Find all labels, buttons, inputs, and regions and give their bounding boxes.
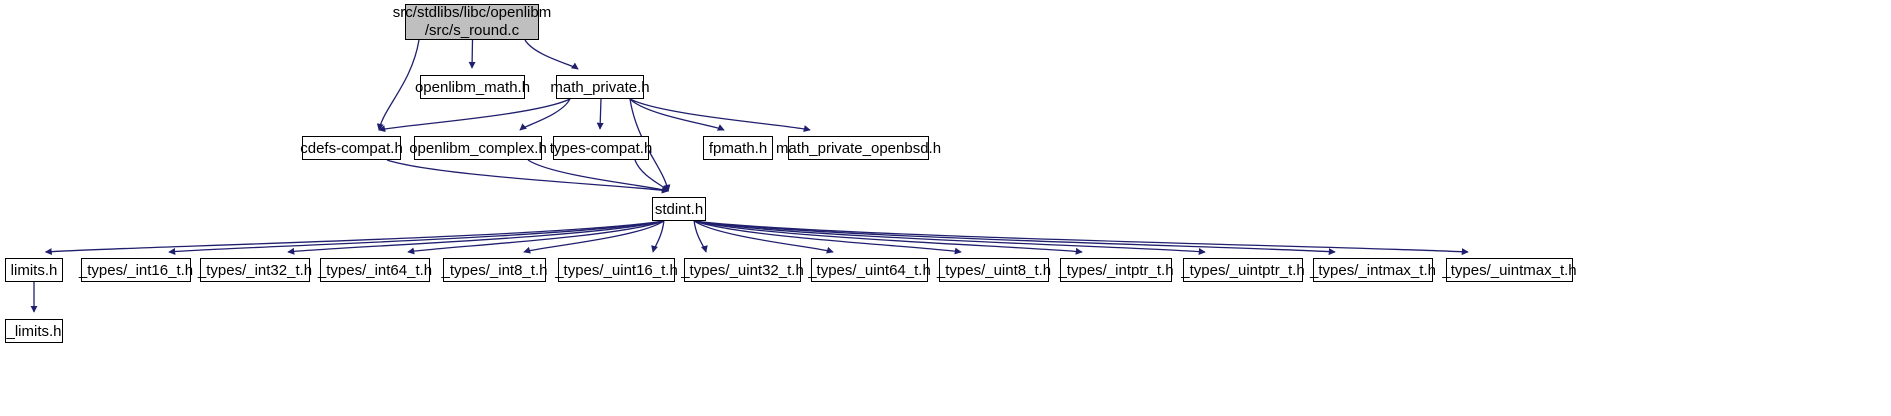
graph-edge-root-to-openlibm_math (468, 39, 476, 69)
graph-node-intmax[interactable]: _types/_intmax_t.h (1310, 258, 1436, 282)
graph-node-label: _types/_uintmax_t.h (1442, 261, 1577, 279)
graph-edge-math_private-to-openlibm_complex (519, 98, 571, 131)
graph-node-label: _types/_uintptr_t.h (1181, 261, 1305, 279)
graph-node-types_compat[interactable]: types-compat.h (550, 136, 652, 160)
graph-node-int8[interactable]: _types/_int8_t.h (441, 258, 548, 282)
graph-node-uint8[interactable]: _types/_uint8_t.h (936, 258, 1052, 282)
graph-edge-math_private-to-fpmath (629, 98, 725, 131)
graph-node-label: math_private.h (550, 78, 650, 96)
graph-edge-openlibm_complex-to-stdint (527, 159, 669, 193)
graph-edge-cdefs_compat-to-stdint (386, 159, 669, 194)
graph-node-label: _types/_uint32_t.h (681, 261, 804, 279)
graph-node-label: _types/_int32_t.h (197, 261, 313, 279)
graph-edge-root-to-cdefs_compat (376, 39, 420, 131)
graph-node-label: _limits.h (6, 322, 62, 340)
graph-edge-math_private-to-cdefs_compat (378, 98, 571, 133)
graph-node-_limits[interactable]: _limits.h (5, 319, 63, 343)
graph-node-intptr[interactable]: _types/_intptr_t.h (1058, 258, 1174, 282)
graph-node-fpmath[interactable]: fpmath.h (703, 136, 773, 160)
graph-node-label: src/stdlibs/libc/openlibm /src/s_round.c (392, 4, 552, 39)
graph-edge-stdint-to-uint16 (651, 220, 665, 253)
graph-edge-stdint-to-uint32 (693, 220, 708, 253)
graph-edge-math_private-to-types_compat (596, 98, 604, 130)
graph-edge-stdint-to-intptr (693, 220, 1083, 255)
graph-edge-root-to-math_private (524, 39, 579, 70)
graph-node-label: math_private_openbsd.h (775, 139, 942, 157)
graph-node-label: cdefs-compat.h (300, 139, 403, 157)
graph-node-label: _types/_int8_t.h (441, 261, 548, 279)
graph-node-cdefs_compat[interactable]: cdefs-compat.h (300, 136, 403, 160)
graph-node-openlibm_complex[interactable]: openlibm_complex.h (409, 136, 547, 160)
graph-node-uintmax[interactable]: _types/_uintmax_t.h (1442, 258, 1577, 282)
graph-node-openlibm_math[interactable]: openlibm_math.h (415, 75, 530, 99)
graph-node-label: limits.h (10, 261, 58, 279)
graph-edge-stdint-to-int64 (407, 220, 665, 255)
graph-node-label: fpmath.h (708, 139, 768, 157)
graph-edge-stdint-to-uint8 (693, 220, 962, 255)
graph-edge-stdint-to-uintptr (694, 220, 1206, 255)
graph-node-label: _types/_uint8_t.h (936, 261, 1052, 279)
graph-node-int16[interactable]: _types/_int16_t.h (78, 258, 194, 282)
graph-edge-stdint-to-int32 (287, 220, 665, 255)
graph-node-label: _types/_int64_t.h (317, 261, 433, 279)
graph-edge-stdint-to-uintmax (694, 220, 1469, 256)
graph-node-root[interactable]: src/stdlibs/libc/openlibm /src/s_round.c (393, 4, 551, 40)
graph-node-label: _types/_uint64_t.h (808, 261, 931, 279)
graph-node-int32[interactable]: _types/_int32_t.h (197, 258, 313, 282)
graph-edge-math_private-to-math_private_openbsd (629, 98, 811, 132)
graph-node-uint16[interactable]: _types/_uint16_t.h (555, 258, 678, 282)
graph-edge-stdint-to-int8 (523, 220, 665, 254)
graph-node-label: _types/_uint16_t.h (555, 261, 678, 279)
graph-edge-stdint-to-intmax (694, 220, 1336, 256)
graph-node-int64[interactable]: _types/_int64_t.h (317, 258, 433, 282)
graph-node-uint64[interactable]: _types/_uint64_t.h (808, 258, 931, 282)
graph-edge-types_compat-to-stdint (634, 159, 669, 192)
graph-node-math_private_openbsd[interactable]: math_private_openbsd.h (776, 136, 941, 160)
graph-node-stdint[interactable]: stdint.h (652, 197, 706, 221)
graph-node-label: stdint.h (654, 200, 704, 218)
graph-node-label: _types/_intmax_t.h (1310, 261, 1436, 279)
graph-edge-stdint-to-int16 (168, 220, 664, 255)
graph-node-label: _types/_intptr_t.h (1058, 261, 1174, 279)
graph-node-math_private[interactable]: math_private.h (550, 75, 650, 99)
graph-edge-stdint-to-limits (44, 220, 664, 256)
graph-node-label: _types/_int16_t.h (78, 261, 194, 279)
graph-edge-stdint-to-uint64 (693, 220, 834, 254)
graph-node-label: openlibm_complex.h (409, 139, 547, 157)
graph-node-uint32[interactable]: _types/_uint32_t.h (681, 258, 804, 282)
graph-node-uintptr[interactable]: _types/_uintptr_t.h (1181, 258, 1305, 282)
graph-node-label: openlibm_math.h (414, 78, 531, 96)
graph-node-label: types-compat.h (549, 139, 653, 157)
graph-node-limits[interactable]: limits.h (5, 258, 63, 282)
